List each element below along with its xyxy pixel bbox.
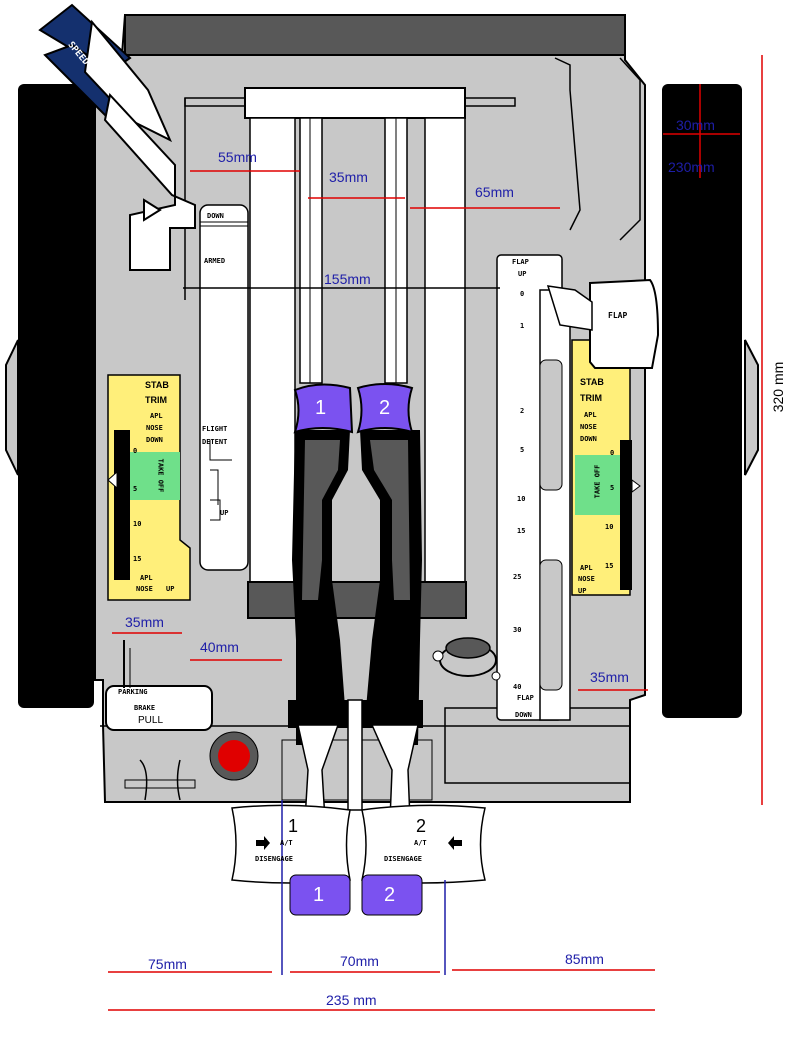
flap-lever[interactable]: [546, 278, 660, 369]
flap-detent-40: 40: [513, 683, 522, 691]
flap-detent-0: 0: [520, 290, 525, 298]
stab-trim-left-up: UP: [166, 585, 175, 593]
speed-brake-lever[interactable]: [38, 3, 196, 271]
flap-down-label-1: FLAP: [517, 694, 534, 702]
dim-230mm: 230mm: [668, 159, 715, 175]
speed-brake-up-label: UP: [220, 509, 229, 517]
at-grip-2-disengage-label: DISENGAGE: [384, 855, 422, 863]
stab-trim-right-apl-up: APL: [580, 564, 593, 572]
flap-gate: [496, 254, 571, 721]
thrust-lever-shafts: [288, 430, 423, 821]
stab-trim-left-apl: APL: [150, 412, 163, 420]
at-grip-2-at-label: A/T: [414, 839, 427, 847]
reverser-1-number: 1: [313, 884, 325, 906]
dim-75mm: 75mm: [148, 956, 187, 972]
speed-brake-armed-label: ARMED: [204, 257, 226, 265]
reverser-2-number: 2: [384, 884, 396, 906]
stab-trim-left-scale-10: 10: [133, 520, 142, 528]
flap-lever-label: FLAP: [608, 311, 628, 320]
stab-trim-right-scale-10: 10: [605, 523, 614, 531]
stab-trim-right-apl: APL: [584, 411, 597, 419]
dim-235mm: 235 mm: [326, 992, 377, 1008]
stab-trim-right-scale-5: 5: [610, 484, 615, 492]
dim-65mm: 65mm: [475, 184, 514, 200]
flap-up-label-1: FLAP: [512, 258, 529, 266]
thrust-lever-1-number: 1: [315, 397, 327, 419]
dim-35mm-right: 35mm: [590, 669, 629, 685]
reverser-2-knob[interactable]: [361, 874, 423, 916]
flap-detent-25: 25: [513, 573, 522, 581]
dim-35mm-top: 35mm: [329, 169, 368, 185]
dim-320mm: 320 mm: [770, 361, 786, 413]
stab-trim-left-green-band: TAKE OFF: [156, 458, 165, 493]
flap-down-label-2: DOWN: [515, 711, 532, 719]
thrust-lever-2-knob[interactable]: [356, 383, 414, 434]
dim-55mm: 55mm: [218, 149, 257, 165]
at-grip-1-number: 1: [288, 816, 299, 836]
speed-brake-down-label: DOWN: [207, 212, 224, 220]
stab-trim-left-scale-0: 0: [133, 447, 138, 455]
stab-trim-right-nose: NOSE: [580, 423, 597, 431]
stab-trim-right-title-2: TRIM: [580, 393, 602, 403]
thrust-lever-tracks: [244, 87, 467, 619]
flap-detent-1: 1: [520, 322, 525, 330]
dim-155mm: 155mm: [324, 271, 371, 287]
stab-trim-left-scale-15: 15: [133, 555, 142, 563]
parking-brake-light: [209, 731, 259, 781]
stab-trim-left-title-1: STAB: [145, 380, 169, 390]
at-grip-1-disengage-label: DISENGAGE: [255, 855, 293, 863]
right-trim-wheel[interactable]: [662, 84, 759, 718]
dim-40mm: 40mm: [200, 639, 239, 655]
dimension-lines: [108, 55, 763, 1011]
flap-detent-10: 10: [517, 495, 526, 503]
flap-detent-2: 2: [520, 407, 525, 415]
at-grip-1-at-label: A/T: [280, 839, 293, 847]
stab-trim-right-title-1: STAB: [580, 377, 604, 387]
parking-brake-label-1: PARKING: [118, 688, 148, 696]
at-grip-2-number: 2: [416, 816, 427, 836]
dim-85mm: 85mm: [565, 951, 604, 967]
stab-trim-cutout-knob[interactable]: [432, 637, 501, 681]
stab-trim-left-apl-up: APL: [140, 574, 153, 582]
stab-trim-right-panel: [571, 339, 641, 596]
stab-trim-left-nose-up: NOSE: [136, 585, 153, 593]
flap-detent-15: 15: [517, 527, 526, 535]
stab-trim-left-title-2: TRIM: [145, 395, 167, 405]
speed-brake-flight-detent-label: FLIGHT DETENT: [202, 425, 228, 446]
thrust-lever-2-number: 2: [379, 397, 391, 419]
speed-brake-gate: [199, 204, 249, 571]
flap-detent-30: 30: [513, 626, 522, 634]
flap-detent-5: 5: [520, 446, 525, 454]
stab-trim-left-scale-5: 5: [133, 485, 138, 493]
parking-brake-label-3: PULL: [138, 715, 164, 726]
dim-35mm-left: 35mm: [125, 614, 164, 630]
stab-trim-right-nose-up: NOSE: [578, 575, 595, 583]
stab-trim-right-green-band: TAKE OFF: [593, 464, 602, 499]
stab-trim-left-panel: [107, 374, 191, 601]
stab-trim-right-up: UP: [578, 587, 587, 595]
dim-70mm: 70mm: [340, 953, 379, 969]
parking-brake-label-2: BRAKE: [134, 704, 156, 712]
left-trim-wheel[interactable]: [5, 84, 94, 708]
parking-brake-handle[interactable]: [105, 640, 213, 801]
thrust-lever-1-knob[interactable]: [293, 383, 354, 434]
stab-trim-right-scale-15: 15: [605, 562, 614, 570]
stab-trim-left-down: DOWN: [146, 436, 163, 444]
stab-trim-right-down: DOWN: [580, 435, 597, 443]
at-disengage-grip-2[interactable]: [361, 804, 486, 884]
flap-up-label-2: UP: [518, 270, 527, 278]
stab-trim-right-scale-0: 0: [610, 449, 615, 457]
reverser-1-knob[interactable]: [289, 874, 351, 916]
stab-trim-left-nose: NOSE: [146, 424, 163, 432]
dim-30mm: 30mm: [676, 117, 715, 133]
